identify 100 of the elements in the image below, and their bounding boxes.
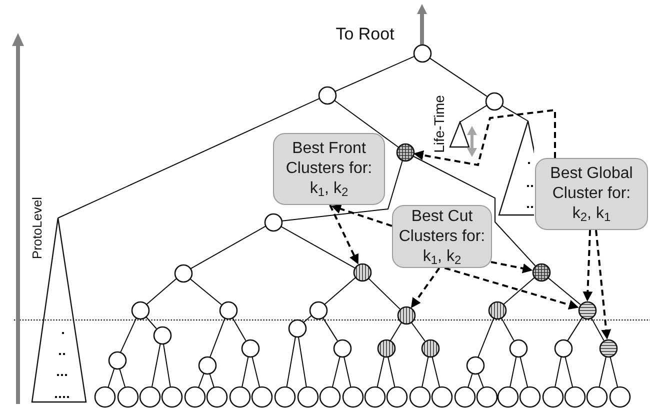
tree-branch-line [209,372,215,388]
axis-label: ProtoLevel [30,196,44,260]
tree-branch-line [500,316,514,342]
tree-branch-line [334,56,415,92]
tree-branch-line [162,342,171,388]
dashed-arrow [410,267,440,308]
hatched-cluster-node [396,142,414,162]
hatched-cluster-node [578,300,596,320]
cluster-node [206,386,228,408]
tree-branch-line [376,356,385,388]
cluster-node [564,386,586,408]
tree-branch-line [322,316,338,342]
tree-branch-line [520,356,528,388]
hatched-cluster-node [532,262,550,282]
tree-branch-line [242,356,249,388]
tree-branch-line [428,57,488,97]
tree-branch-line [610,356,618,388]
cluster-node [108,350,126,370]
cluster-node [332,338,352,358]
tree-branch-line [58,98,320,218]
tree-branch-line [118,368,126,388]
tree-branch-line [410,321,426,342]
dashed-arrow [329,204,359,264]
cluster-node [497,386,519,408]
tree-branch-line [477,372,484,388]
tree-branch-line [324,277,356,305]
callout-box [535,158,648,230]
tree-branch-line [343,356,352,388]
tree-branch-line [151,342,161,388]
tree-branch-line [210,317,226,358]
cluster-node [412,44,432,62]
cluster-node [174,264,192,282]
tree-branch-line [554,356,562,388]
cluster-node [94,386,116,408]
cluster-node [508,338,528,358]
cluster-node [609,386,631,408]
tree-branch-line [368,277,400,310]
cluster-node [319,386,341,408]
arrow [417,4,427,44]
tree-branch-line [302,315,312,323]
hatched-cluster-node [598,338,618,358]
tree-branch-line [298,336,307,388]
tree-branch-line [387,356,396,388]
cluster-node [251,386,273,408]
cluster-node [117,386,139,408]
tree-branch-line [510,356,517,388]
tree-branch-line [547,276,581,306]
tree-branch-line [280,226,356,268]
cluster-node [586,386,608,408]
cluster-node [274,386,296,408]
tree-branch-line [145,316,157,330]
cluster-node [484,92,504,110]
cluster-node [466,356,484,374]
cluster-node [519,386,541,408]
tree-branch-line [467,372,473,388]
hatched-cluster-node [396,306,416,324]
dashed-arrow [582,230,593,302]
cluster-node [409,386,431,408]
tree-branch-line [232,316,246,342]
callout-text: Best Front Clusters for: k$_{1}$, k$_{2}$ [284,139,374,199]
tree-branch-line [120,317,137,353]
tree-branch-line [280,160,404,222]
cluster-node [288,318,306,338]
cluster-node [161,386,183,408]
dashed-arrow [331,204,392,227]
callout-box [273,133,385,205]
cluster-node [130,300,150,320]
tree-branch-line [502,277,536,305]
tree-branch-line [190,226,266,270]
tree-branch-line [332,356,340,388]
cluster-node [229,386,251,408]
dashed-arrow [444,267,579,310]
tree-branch-line [412,155,536,266]
tree-branch-line [422,356,429,388]
cluster-node [264,212,282,232]
cluster-node [218,300,238,320]
dashed-arrow [490,261,533,274]
callout-text: Best Global Cluster for: k$_{2}$, k$_{1}$ [549,164,634,224]
cluster-node [152,326,172,344]
cluster-node [554,338,572,358]
subtree-triangle [449,121,470,148]
cluster-node [454,386,476,408]
cluster-node [198,356,216,374]
hatched-cluster-node [352,262,372,282]
tree-branch-line [567,316,583,342]
tree-branch-line [252,356,260,388]
dashed-arrow [595,230,612,340]
cluster-node [318,86,336,104]
tree-branch-line [478,317,494,358]
tree-branch-line [390,322,402,342]
cluster-node [364,386,386,408]
callout-box [392,205,492,268]
tree-branch-line [333,100,399,148]
axis-label: Life-Time [432,95,446,153]
tree-branch-line [146,278,178,305]
cluster-node [342,386,364,408]
tree-branch-line [189,278,222,306]
cluster-node [297,386,319,408]
cluster-node [476,386,498,408]
tree-branch-line [198,372,205,388]
